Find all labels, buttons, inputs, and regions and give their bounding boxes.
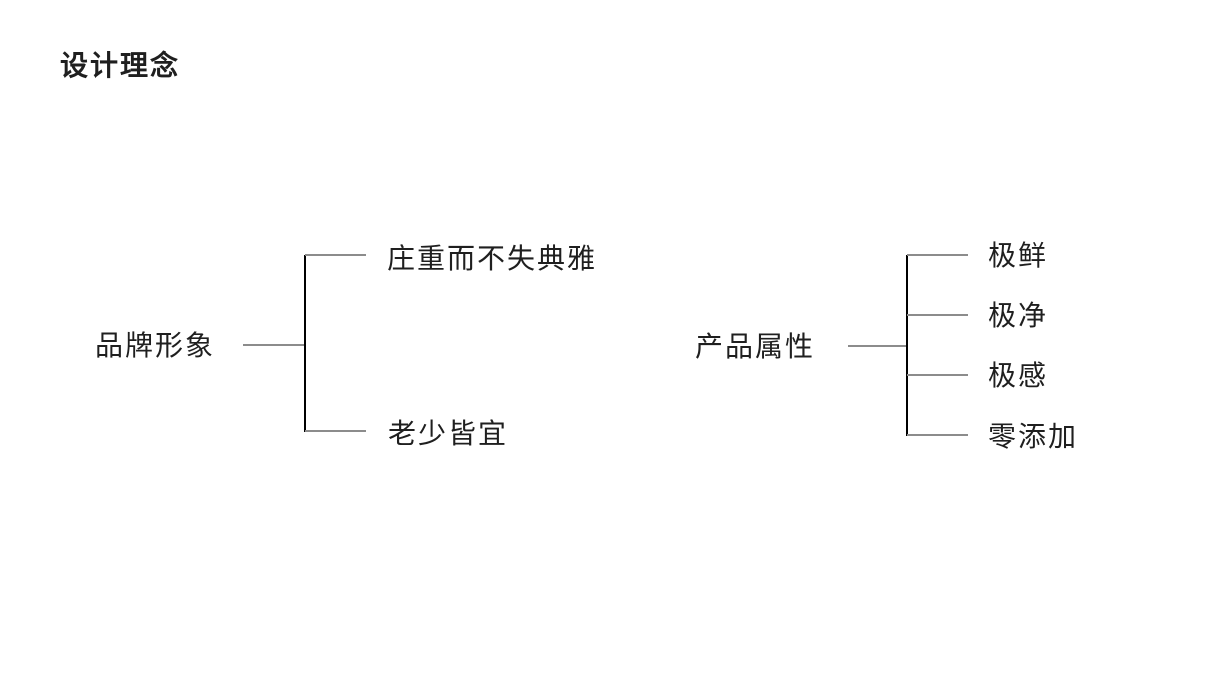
branch-line	[907, 434, 968, 436]
branch-line	[305, 254, 366, 256]
trunk-line	[304, 255, 306, 432]
root-connector-line	[243, 344, 305, 346]
root-connector-line	[848, 345, 907, 347]
tree-root-label: 产品属性	[695, 331, 816, 362]
tree-root-label: 品牌形象	[95, 330, 216, 361]
tree-child-label: 极净	[988, 300, 1049, 331]
trunk-line	[906, 255, 908, 436]
page-title: 设计理念	[60, 50, 181, 81]
tree-child-label: 庄重而不失典雅	[387, 243, 598, 274]
tree-child-label: 老少皆宜	[388, 418, 509, 449]
branch-line	[907, 374, 968, 376]
tree-child-label: 零添加	[988, 421, 1079, 452]
tree-child-label: 极感	[988, 360, 1049, 391]
branch-line	[305, 430, 366, 432]
branch-line	[907, 314, 968, 316]
branch-line	[907, 254, 968, 256]
tree-child-label: 极鲜	[988, 240, 1049, 271]
